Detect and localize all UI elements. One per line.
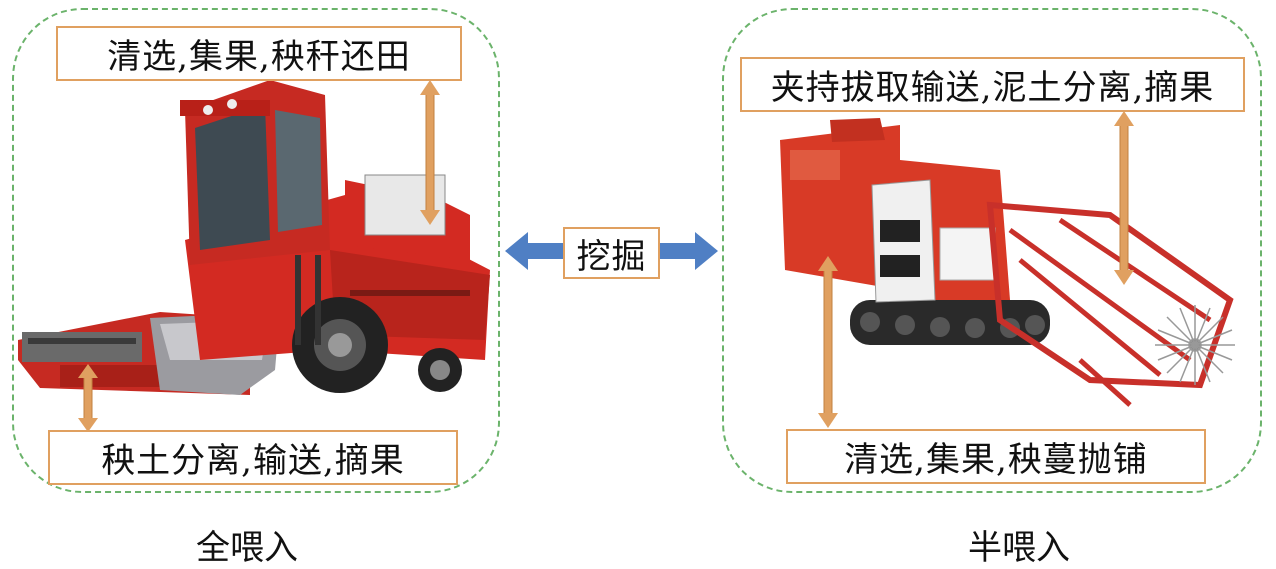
half-feed-harvester-image [780,118,1235,407]
half-feed-bottom-label: 清选,集果,秧蔓抛铺 [786,429,1206,484]
connector-right-top [1114,111,1134,285]
connector-left-top [420,80,440,225]
center-label: 挖掘 [563,227,660,279]
left-arrow-icon [505,232,563,270]
full-feed-bottom-label: 秧土分离,输送,摘果 [48,430,458,485]
right-arrow-icon [660,232,718,270]
full-feed-harvester-image [18,80,490,395]
connector-right-bottom [818,256,838,428]
half-feed-caption: 半喂入 [968,528,1070,568]
half-feed-panel [722,8,1262,493]
full-feed-panel [12,8,500,493]
connector-left-bottom [78,364,98,432]
full-feed-caption: 全喂入 [196,528,298,568]
spike-wheel-icon [1155,305,1235,385]
full-feed-top-label: 清选,集果,秧秆还田 [56,26,462,81]
half-feed-top-label: 夹持拔取输送,泥土分离,摘果 [740,57,1245,112]
